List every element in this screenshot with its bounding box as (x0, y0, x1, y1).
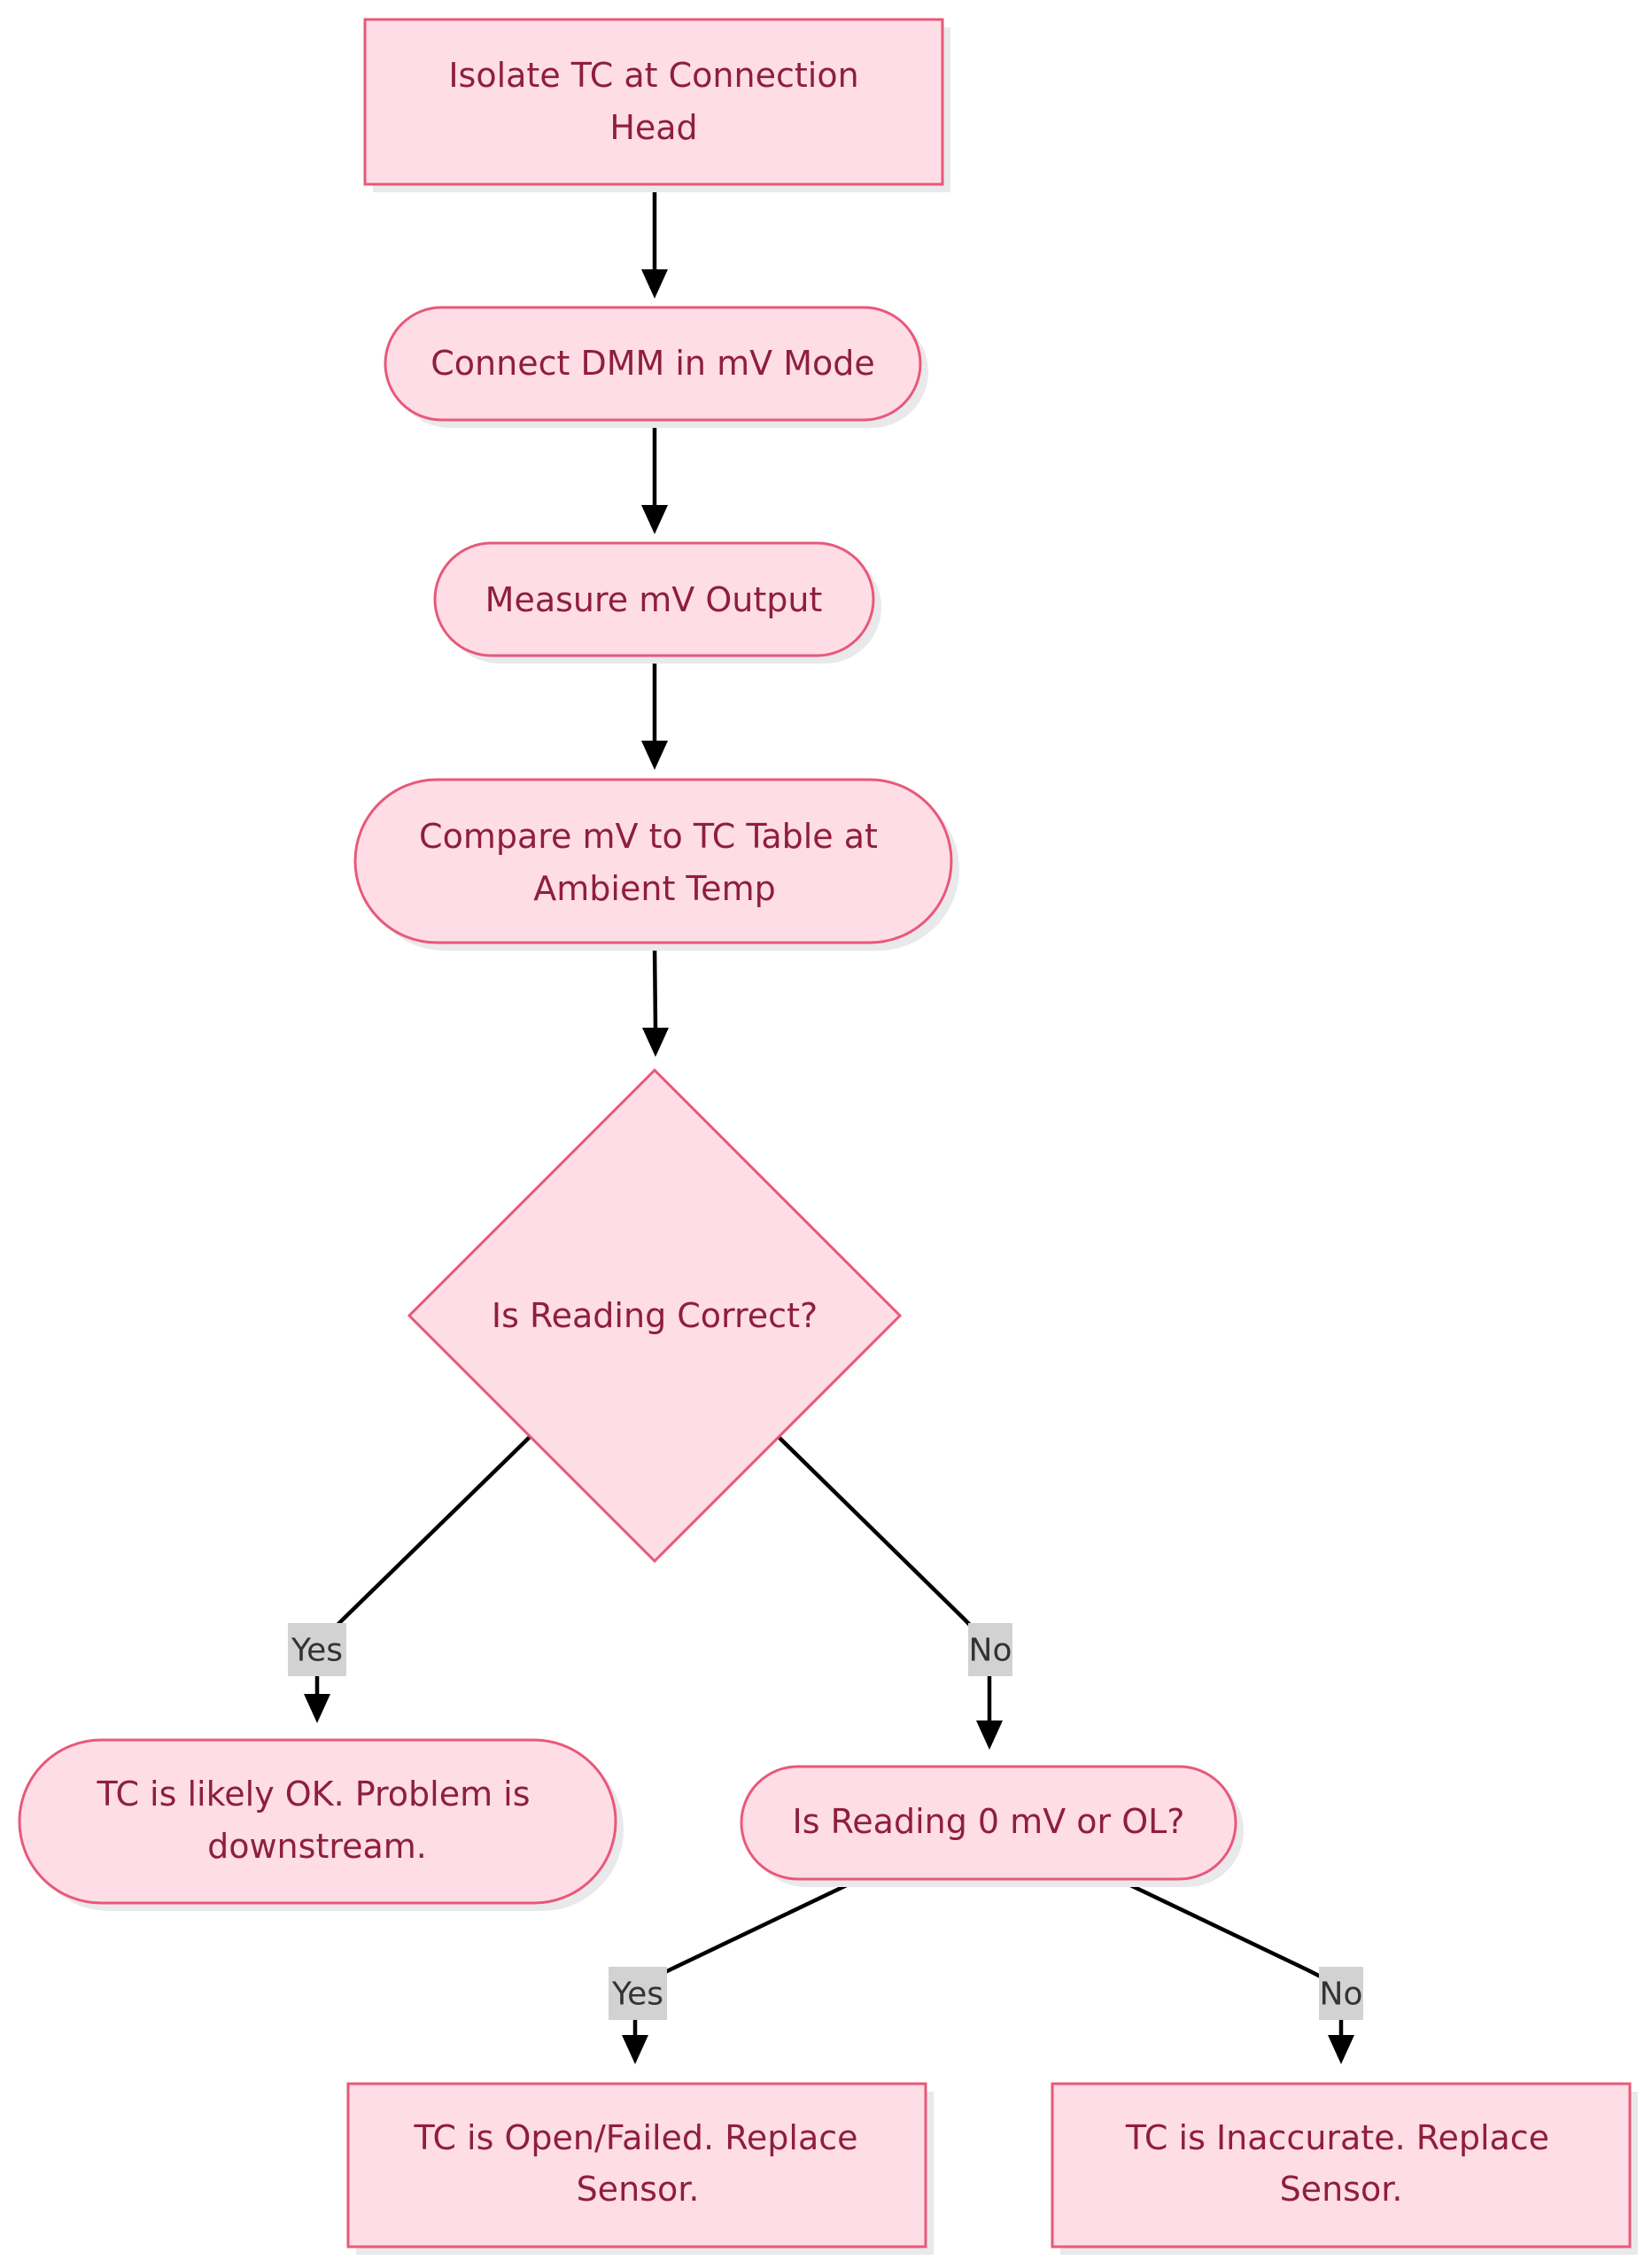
node-isolate-tc-line-1: Isolate TC at Connection (448, 56, 858, 95)
node-connect-dmm-line-1: Connect DMM in mV Mode (430, 344, 874, 383)
node-isolate-tc: Isolate TC at Connection Head (363, 18, 950, 192)
edge-isolate-to-connect (641, 186, 668, 299)
edge-label-d2-yes: Yes (609, 1967, 667, 2020)
node-compare-mv-line-1: Compare mV to TC Table at (419, 817, 878, 856)
edge-label-d1-yes-text: Yes (291, 1633, 343, 1669)
node-connect-dmm: Connect DMM in mV Mode (384, 306, 928, 428)
edge-connect-to-measure (641, 422, 668, 534)
node-tc-likely-ok-line-2: downstream. (207, 1827, 427, 1866)
edge-measure-to-compare (641, 657, 668, 770)
edge-label-d1-no: No (968, 1623, 1012, 1676)
edge-label-d2-no-text: No (1320, 1977, 1363, 2013)
node-decision-reading-correct-line-1: Is Reading Correct? (492, 1296, 818, 1335)
edge-label-d2-yes-text: Yes (611, 1977, 663, 2013)
edge-labels: Yes No Yes No (288, 1623, 1363, 2020)
node-tc-open-failed: TC is Open/Failed. Replace Sensor. (346, 2082, 934, 2255)
node-tc-inaccurate-line-2: Sensor. (1280, 2170, 1403, 2209)
edge-label-d1-no-text: No (969, 1633, 1012, 1669)
edge-decision2-no (1104, 1870, 1354, 2064)
node-tc-inaccurate-line-1: TC is Inaccurate. Replace (1125, 2118, 1549, 2157)
node-tc-inaccurate: TC is Inaccurate. Replace Sensor. (1051, 2082, 1638, 2255)
nodes: Isolate TC at Connection Head Connect DM… (18, 18, 1638, 2255)
edge-compare-to-decision1 (642, 944, 669, 1057)
node-measure-mv: Measure mV Output (433, 541, 881, 664)
node-isolate-tc-line-2: Head (609, 108, 697, 147)
node-measure-mv-line-1: Measure mV Output (485, 580, 823, 619)
node-tc-open-failed-line-2: Sensor. (577, 2170, 700, 2209)
node-tc-likely-ok-line-1: TC is likely OK. Problem is (96, 1775, 530, 1814)
node-tc-likely-ok: TC is likely OK. Problem is downstream. (18, 1738, 624, 1911)
node-decision-zero-or-ol-line-1: Is Reading 0 mV or OL? (793, 1802, 1185, 1841)
node-decision-reading-correct: Is Reading Correct? (407, 1068, 903, 1564)
node-decision-zero-or-ol: Is Reading 0 mV or OL? (740, 1765, 1244, 1887)
edge-label-d2-no: No (1319, 1967, 1363, 2020)
node-tc-open-failed-line-1: TC is Open/Failed. Replace (413, 2118, 857, 2157)
edge-label-d1-yes: Yes (288, 1623, 346, 1676)
edge-decision1-yes (304, 1435, 531, 1723)
node-compare-mv: Compare mV to TC Table at Ambient Temp (353, 778, 959, 951)
node-compare-mv-line-2: Ambient Temp (533, 869, 775, 908)
edge-decision1-no (777, 1435, 1003, 1750)
